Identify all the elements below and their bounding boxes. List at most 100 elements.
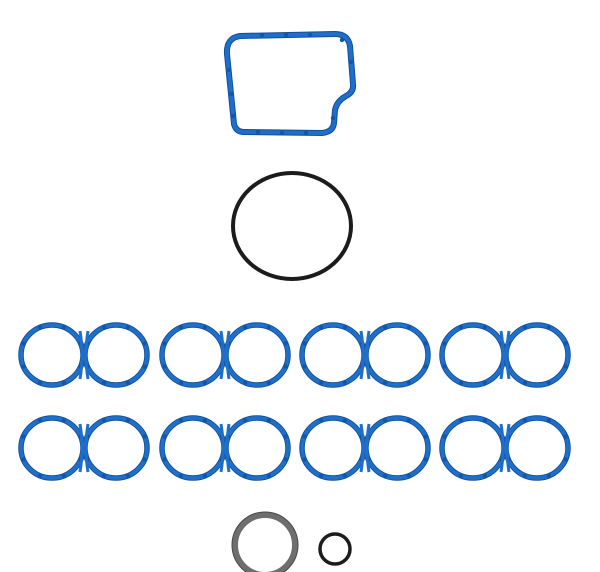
gasket-nub <box>563 434 568 439</box>
gasket-nub <box>302 457 307 462</box>
gasket-nub <box>102 325 107 330</box>
gasket-nub <box>342 380 347 385</box>
gasket-nub <box>302 434 307 439</box>
small-black-o-ring <box>318 532 352 566</box>
gasket-nub <box>202 325 207 330</box>
gasket-nub <box>342 418 347 423</box>
gasket-nub <box>283 457 288 462</box>
gasket-nub <box>179 418 184 423</box>
gasket-nub <box>61 380 66 385</box>
gasket-nub <box>303 130 309 136</box>
gasket-nub <box>102 380 107 385</box>
gasket-nub <box>102 418 107 423</box>
gasket-nub <box>383 473 388 478</box>
gasket-nub <box>142 341 147 346</box>
gasket-nub <box>283 32 289 38</box>
port-bridge <box>219 423 231 473</box>
large-o-ring <box>231 171 353 281</box>
intake-port-gaskets <box>18 322 571 481</box>
gasket-nub <box>142 364 147 369</box>
gasket-nub <box>546 325 552 330</box>
gasket-nub <box>142 434 147 439</box>
gasket-nub <box>423 341 428 346</box>
gasket-nub <box>202 418 207 423</box>
gasket-nub <box>563 457 568 462</box>
gasket-nub <box>21 364 26 369</box>
gasket-nub <box>442 457 447 462</box>
gasket-nub <box>348 59 354 65</box>
gasket-nub <box>330 115 336 121</box>
port-bridge <box>499 423 511 473</box>
gasket-nub <box>38 325 43 330</box>
gasket-nub <box>459 325 464 330</box>
port-bridge <box>78 423 90 473</box>
gasket-nub <box>125 325 130 330</box>
gasket-nub <box>38 473 43 478</box>
gasket-nub <box>383 380 388 385</box>
gasket-nub <box>266 380 271 385</box>
gasket-nub <box>125 473 130 478</box>
gasket-nub <box>546 418 552 423</box>
gasket-nub <box>342 473 347 478</box>
gasket-nub <box>563 341 568 346</box>
gasket-nub <box>243 473 248 478</box>
gasket-nub <box>442 434 447 439</box>
gasket-nub <box>523 418 528 423</box>
gasket-nubs <box>226 32 354 136</box>
gasket-nub <box>459 418 464 423</box>
gasket-nub <box>142 457 147 462</box>
gasket-nub <box>61 325 66 330</box>
port-bridge <box>219 330 231 380</box>
gasket-nub <box>179 380 184 385</box>
gasket-nub <box>339 37 345 43</box>
gasket-nub <box>38 418 43 423</box>
gasket-nub <box>523 473 528 478</box>
gasket-nub <box>383 325 388 330</box>
gasket-nub <box>406 418 411 423</box>
gasket-nub <box>259 32 265 38</box>
gasket-nub <box>406 325 411 330</box>
gasket-nub <box>283 341 288 346</box>
gasket-nub <box>307 32 313 38</box>
gasket-nub <box>266 418 271 423</box>
gasket-nub <box>482 380 487 385</box>
gasket-nub <box>423 457 428 462</box>
gasket-nub <box>406 473 411 478</box>
gasket-nub <box>302 341 307 346</box>
gasket-nub <box>125 380 130 385</box>
gasket-nub <box>266 325 271 330</box>
gasket-nub <box>125 418 130 423</box>
port-bridge <box>78 330 90 380</box>
dual-port-gasket <box>439 322 571 388</box>
gasket-nub <box>383 418 388 423</box>
gasket-nub <box>230 113 236 119</box>
gasket-nub <box>179 473 184 478</box>
port-bridge <box>499 330 511 380</box>
gasket-nub <box>459 473 464 478</box>
gasket-nub <box>482 325 487 330</box>
gasket-nub <box>319 418 324 423</box>
port-bridge <box>359 423 371 473</box>
dual-port-gasket <box>159 322 291 388</box>
gasket-nub <box>21 434 26 439</box>
gasket-nub <box>319 473 324 478</box>
gasket-nub <box>423 434 428 439</box>
gasket-nub <box>162 434 167 439</box>
gasket-nub <box>563 364 568 369</box>
gasket-nub <box>228 91 234 97</box>
gasket-nub <box>523 380 528 385</box>
gasket-nub <box>21 457 26 462</box>
gasket-nub <box>179 325 184 330</box>
small-o-rings <box>231 511 352 572</box>
gasket-nub <box>61 473 66 478</box>
gasket-nub <box>102 473 107 478</box>
gasket-nub <box>202 473 207 478</box>
gray-o-ring-edge <box>231 511 299 572</box>
gasket-nub <box>482 418 487 423</box>
gasket-nub <box>226 67 232 73</box>
gasket-nub <box>243 418 248 423</box>
gray-o-ring <box>232 512 298 572</box>
port-bridge <box>359 330 371 380</box>
gasket-nub <box>523 325 528 330</box>
